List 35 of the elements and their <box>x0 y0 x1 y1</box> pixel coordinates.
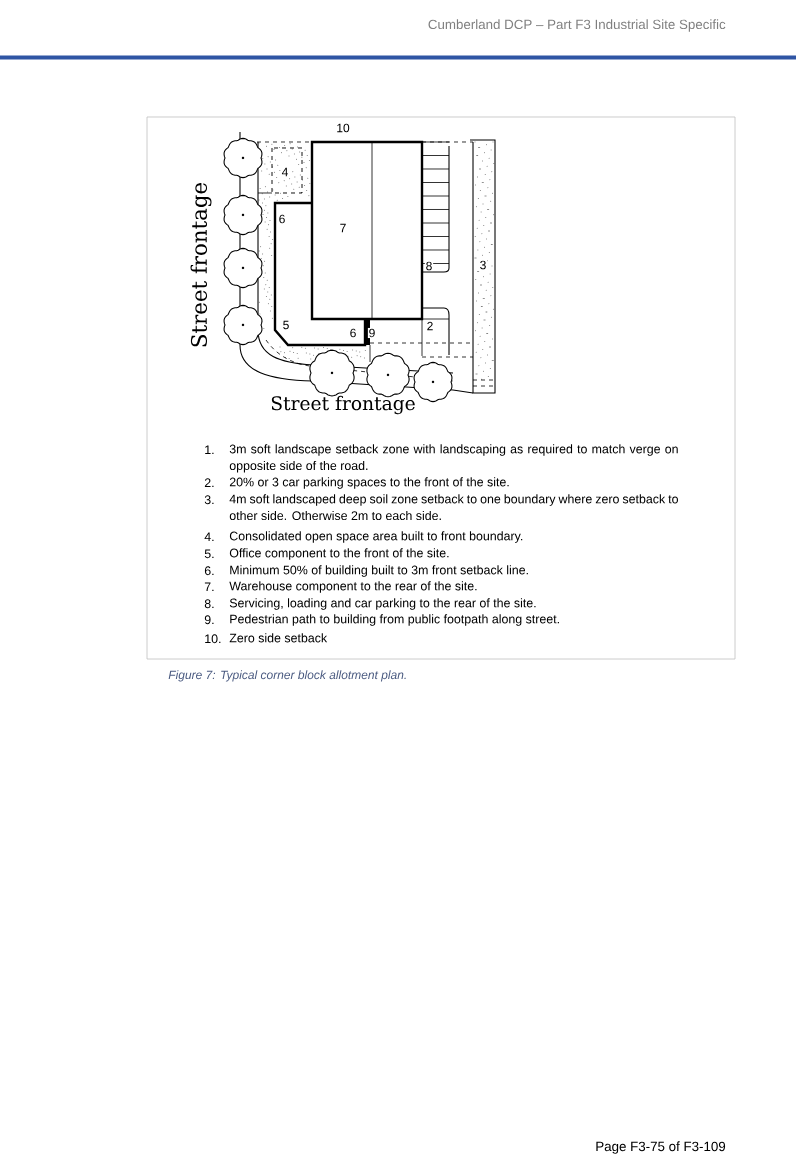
list-number: 10. <box>205 634 221 644</box>
callout-number: 10 <box>335 122 351 134</box>
list-item-text: 4m soft landscaped deep soil zone setback to one boundary where zero setback to other side. Otherwise 2m to each side. <box>229 494 678 521</box>
street-label: Street frontage <box>190 182 212 347</box>
list-number: 5. <box>204 549 214 559</box>
list-item-text: Zero side setback <box>229 633 328 643</box>
list-item-text: Pedestrian path to building from public footpath along street. <box>230 614 559 626</box>
callout-number: 9 <box>367 327 377 339</box>
list-item-text: 3m soft landscape setback zone with landscaping as required to match verge on opposite side of the road. <box>229 444 678 473</box>
list-item-text: 20% or 3 car parking spaces to the front of the site. <box>229 477 509 489</box>
callout-number: 2 <box>425 321 435 331</box>
street-label: Street frontage <box>271 395 415 415</box>
list-number: 4. <box>204 532 214 541</box>
callout-number: 7 <box>338 223 348 233</box>
list-item-text: Office component to the front of the site. <box>229 548 449 560</box>
callout-number: 4 <box>280 167 290 177</box>
figure-caption: Figure 7: Typical corner block allotment plan. <box>168 670 406 682</box>
callout-number: 6 <box>348 327 358 339</box>
page-number: Page F3-75 of F3-109 <box>596 1141 726 1154</box>
list-number: 3. <box>204 495 214 505</box>
callout-number: 8 <box>424 260 434 272</box>
list-number: 9. <box>204 615 214 625</box>
list-item-text: Consolidated open space area built to front boundary. <box>229 531 523 543</box>
list-item-text: Servicing, loading and car parking to the rear of the site. <box>229 598 536 610</box>
callout-number: 6 <box>277 213 287 225</box>
callout-number: 5 <box>281 320 291 330</box>
list-item-text: Warehouse component to the rear of the site. <box>229 581 477 593</box>
callout-number: 3 <box>478 259 488 271</box>
list-number: 2. <box>204 478 214 487</box>
list-item-text: Minimum 50% of building built to 3m front setback line. <box>230 565 528 577</box>
list-number: 6. <box>204 566 214 576</box>
header-text: Cumberland DCP – Part F3 Industrial Site Specific <box>428 19 726 32</box>
list-number: 7. <box>204 582 214 591</box>
list-number: 1. <box>205 445 214 454</box>
list-number: 8. <box>204 599 214 609</box>
